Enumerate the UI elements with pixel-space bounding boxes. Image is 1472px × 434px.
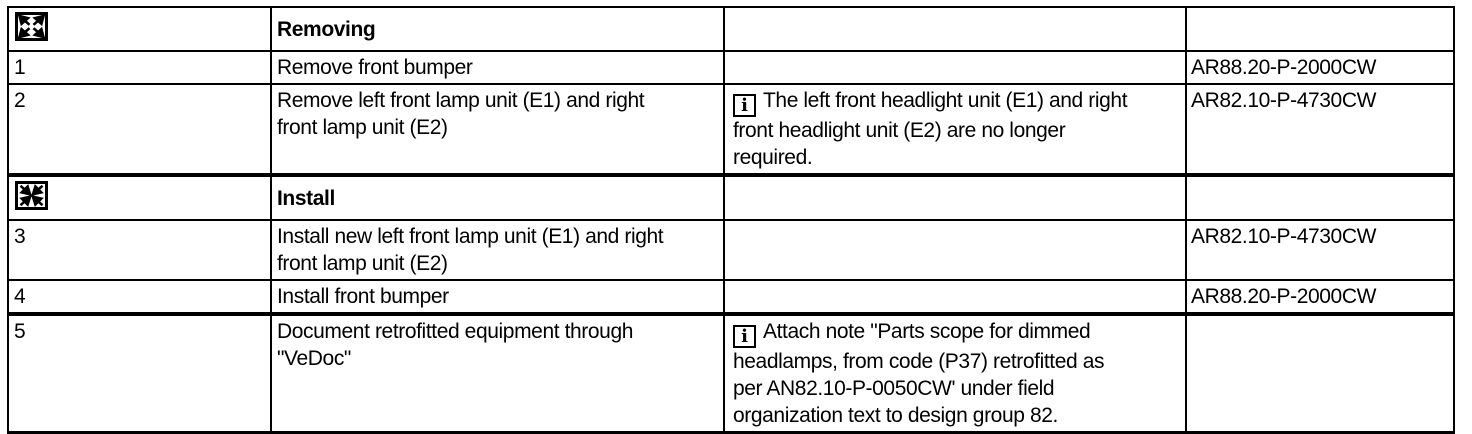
step-row-2: 2 Remove left front lamp unit (E1) and r… bbox=[7, 83, 1455, 176]
step-row-4: 4 Install front bumper AR88.20-P-2000CW bbox=[7, 279, 1455, 315]
note-cell-empty bbox=[723, 173, 1187, 221]
section-title-cell: Removing bbox=[270, 6, 725, 52]
document-reference-text: AR88.20-P-2000CW bbox=[1191, 285, 1377, 308]
section-icon-cell bbox=[7, 173, 272, 221]
step-number: 4 bbox=[14, 285, 26, 308]
note-cell-empty bbox=[723, 219, 1187, 281]
step-row-5: 5 Document retrofitted equipment through… bbox=[7, 312, 1455, 434]
info-icon-glyph: i bbox=[741, 326, 748, 347]
document-reference-text: AR82.10-P-4730CW bbox=[1191, 89, 1377, 112]
document-reference: AR82.10-P-4730CW bbox=[1185, 219, 1455, 281]
section-icon-cell bbox=[7, 6, 272, 52]
info-icon-glyph: i bbox=[741, 95, 748, 116]
note-cell-empty bbox=[723, 50, 1187, 85]
arrows-inward-icon bbox=[15, 181, 48, 210]
ref-cell-empty bbox=[1185, 173, 1455, 221]
step-desc-cell: Remove left front lamp unit (E1) and rig… bbox=[270, 83, 725, 176]
step-desc-cell: Install new left front lamp unit (E1) an… bbox=[270, 219, 725, 281]
document-reference-text: AR88.20-P-2000CW bbox=[1191, 56, 1377, 79]
section-row-removing: Removing bbox=[7, 6, 1455, 52]
step-desc-cell: Document retrofitted equipment through "… bbox=[270, 312, 725, 434]
document-reference: AR88.20-P-2000CW bbox=[1185, 50, 1455, 85]
note-cell-empty bbox=[723, 6, 1187, 52]
ref-cell-empty bbox=[1185, 6, 1455, 52]
section-title-cell: Install bbox=[270, 173, 725, 221]
step-number: 3 bbox=[14, 225, 26, 248]
ref-cell-empty bbox=[1185, 312, 1455, 434]
step-number-cell: 3 bbox=[7, 219, 272, 281]
step-desc-cell: Install front bumper bbox=[270, 279, 725, 315]
document-reference: AR82.10-P-4730CW bbox=[1185, 83, 1455, 176]
step-description: Remove left front lamp unit (E1) and rig… bbox=[277, 89, 645, 139]
step-number: 5 bbox=[14, 320, 26, 343]
section-title-removing: Removing bbox=[277, 17, 376, 41]
note-cell-empty bbox=[723, 279, 1187, 315]
note-text: The left front headlight unit (E1) and r… bbox=[733, 89, 1128, 169]
document-reference-text: AR82.10-P-4730CW bbox=[1191, 225, 1377, 248]
step-row-1: 1 Remove front bumper AR88.20-P-2000CW bbox=[7, 50, 1455, 85]
step-description: Install new left front lamp unit (E1) an… bbox=[277, 225, 664, 275]
section-row-install: Install bbox=[7, 173, 1455, 221]
step-description: Document retrofitted equipment through "… bbox=[277, 320, 634, 370]
step-row-3: 3 Install new left front lamp unit (E1) … bbox=[7, 219, 1455, 281]
document-reference: AR88.20-P-2000CW bbox=[1185, 279, 1455, 315]
step-number: 2 bbox=[14, 89, 26, 112]
section-title-install: Install bbox=[277, 186, 335, 210]
info-icon: i bbox=[733, 94, 756, 117]
arrows-outward-icon bbox=[15, 12, 48, 41]
step-desc-cell: Remove front bumper bbox=[270, 50, 725, 85]
step-number-cell: 2 bbox=[7, 83, 272, 176]
step-description: Remove front bumper bbox=[277, 56, 473, 79]
step-number: 1 bbox=[14, 56, 26, 79]
step-number-cell: 5 bbox=[7, 312, 272, 434]
work-steps-table: Removing 1 Remove front bumper AR88.20-P… bbox=[7, 6, 1455, 434]
step-number-cell: 1 bbox=[7, 50, 272, 85]
step-number-cell: 4 bbox=[7, 279, 272, 315]
note-text: Attach note "Parts scope for dimmed head… bbox=[733, 320, 1105, 427]
step-description: Install front bumper bbox=[277, 285, 449, 308]
info-icon: i bbox=[733, 325, 756, 348]
